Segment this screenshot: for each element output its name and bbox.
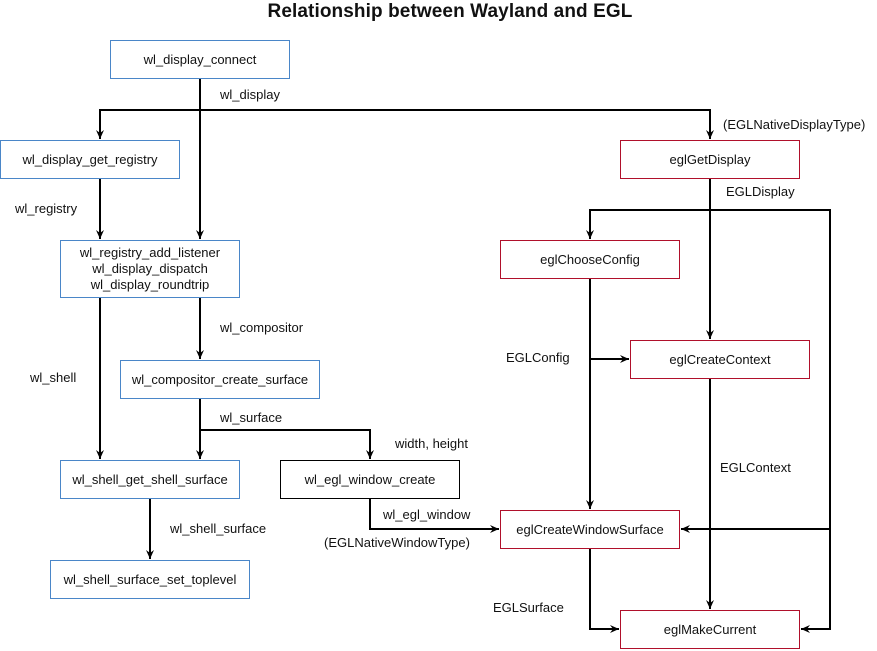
node-wl-egl-window-create: wl_egl_window_create — [280, 460, 460, 499]
node-label-line: wl_display_dispatch — [92, 261, 208, 276]
edge-label-wl-registry: wl_registry — [15, 201, 78, 216]
node-wl-display-get-registry: wl_display_get_registry — [0, 140, 180, 179]
node-wl-compositor-create-surface: wl_compositor_create_surface — [120, 360, 320, 399]
edge-label-egl-surface: EGLSurface — [493, 600, 564, 615]
edge-egl-window-to-create-window-surface — [369, 499, 499, 533]
node-label: wl_shell_get_shell_surface — [72, 471, 228, 487]
node-wl-registry-block: wl_registry_add_listener wl_display_disp… — [60, 240, 240, 298]
edge-label-wl-shell-surface: wl_shell_surface — [170, 521, 267, 536]
edge-getdisplay-to-chooseconfig — [586, 209, 710, 239]
edge-label-width-height: width, height — [395, 436, 468, 451]
edge-label-wl-display: wl_display — [220, 87, 280, 102]
node-egl-create-window-surface: eglCreateWindowSurface — [500, 510, 680, 549]
edge-compositor-to-egl-window — [200, 429, 374, 459]
edge-label-egl-native-window-type: (EGLNativeWindowType) — [324, 535, 470, 550]
node-label: eglChooseConfig — [540, 251, 640, 267]
node-label: eglCreateWindowSurface — [516, 521, 664, 537]
node-egl-create-context: eglCreateContext — [630, 340, 810, 379]
edge-connect-to-get-registry — [96, 109, 200, 139]
node-label: wl_compositor_create_surface — [131, 371, 309, 387]
node-wl-shell-surface-set-toplevel: wl_shell_surface_set_toplevel — [50, 560, 250, 599]
edge-label-wl-compositor: wl_compositor — [220, 320, 304, 335]
edge-connect-to-eglgetdisplay — [200, 109, 714, 139]
edge-label-egl-native-display-type: (EGLNativeDisplayType) — [723, 117, 866, 132]
node-label: eglCreateContext — [669, 351, 771, 367]
node-egl-make-current: eglMakeCurrent — [620, 610, 800, 649]
node-label: eglGetDisplay — [669, 151, 751, 167]
node-label: eglMakeCurrent — [663, 621, 757, 637]
node-label-line: wl_registry_add_listener — [79, 245, 221, 260]
node-label: wl_egl_window_create — [304, 471, 436, 487]
node-wl-shell-get-shell-surface: wl_shell_get_shell_surface — [60, 460, 240, 499]
edge-label-wl-shell: wl_shell — [30, 370, 77, 385]
node-egl-choose-config: eglChooseConfig — [500, 240, 680, 279]
edge-label-wl-surface: wl_surface — [220, 410, 283, 425]
node-egl-get-display: eglGetDisplay — [620, 140, 800, 179]
edge-getdisplay-to-makecurrent — [710, 209, 831, 633]
edge-label-wl-egl-window: wl_egl_window — [383, 507, 471, 522]
node-label: wl_display_get_registry — [22, 151, 158, 167]
node-label: wl_shell_surface_set_toplevel — [63, 571, 237, 587]
edge-create-window-surface-to-makecurrent — [589, 549, 619, 633]
edge-label-egl-config: EGLConfig — [506, 350, 570, 365]
node-wl-display-connect: wl_display_connect — [110, 40, 290, 79]
diagram-title: Relationship between Wayland and EGL — [267, 1, 633, 22]
node-label: wl_display_connect — [143, 51, 257, 67]
node-label-line: wl_display_roundtrip — [90, 277, 210, 292]
edge-label-egl-display: EGLDisplay — [726, 184, 795, 199]
edge-label-egl-context: EGLContext — [720, 460, 791, 475]
